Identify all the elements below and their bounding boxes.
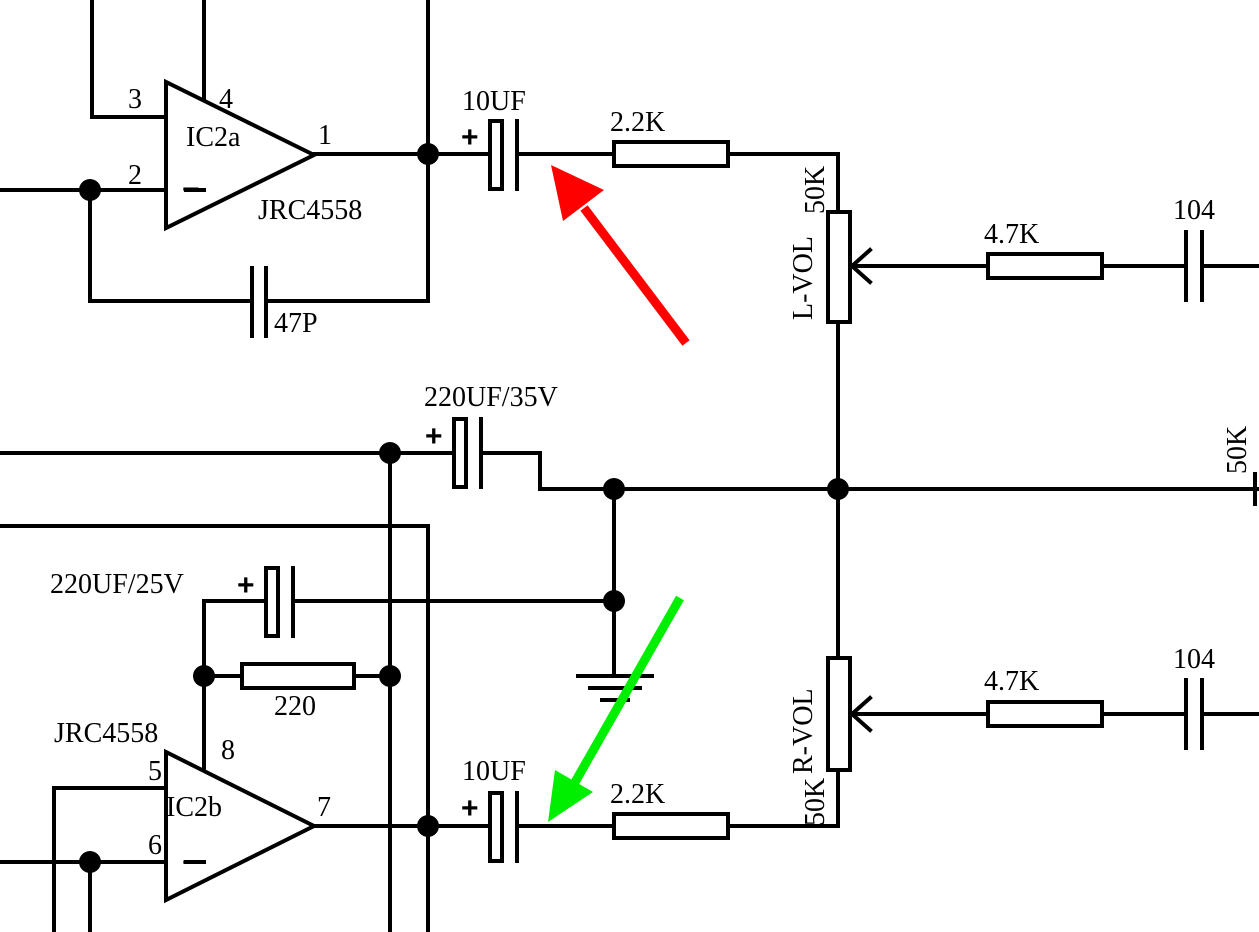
ic2a-pin-3-label: 3 <box>128 84 142 115</box>
ic2b-pin-7-label: 7 <box>317 792 331 823</box>
capacitor-220uf-35v <box>452 417 483 489</box>
red-arrow <box>551 165 690 346</box>
ic2b-part-label: JRC4558 <box>54 718 158 749</box>
ic2b-pin-6-label: 6 <box>148 830 162 861</box>
cap-25v-plus-sign: + <box>237 569 255 602</box>
ic2b-pin-5-label: 5 <box>148 756 162 787</box>
junction-dot <box>417 143 439 165</box>
resistor-top-2-2k <box>612 140 730 168</box>
ground-symbol <box>576 674 654 702</box>
labels: 3 4 2 1 IC2a JRC4558 − 10UF + 2.2K 47P 5… <box>50 84 1253 879</box>
pot-right-name-label: R-VOL <box>788 688 819 774</box>
ic2a-pin-1-label: 1 <box>318 120 332 151</box>
junction-dot <box>379 665 401 687</box>
junction-dot <box>603 590 625 612</box>
cap-bottom-10uf-label: 10UF <box>462 756 526 787</box>
cap-220uf-35v-label: 220UF/35V <box>424 382 558 413</box>
pot-left-name-label: L-VOL <box>788 236 819 320</box>
res-right-4-7k-label: 4.7K <box>984 666 1039 697</box>
junction-dot <box>827 478 849 500</box>
junction-dots <box>79 143 849 873</box>
res-top-2-2k-label: 2.2K <box>610 107 665 138</box>
res-bias-220-label: 220 <box>274 691 316 722</box>
ic2a-minus-sign: − <box>182 173 200 206</box>
capacitor-220uf-25v <box>264 566 295 638</box>
potentiometer-l-vol <box>826 210 873 324</box>
pot-edge-value-label: 50K <box>1222 426 1253 474</box>
opamp-ic2b <box>164 748 319 904</box>
resistor-bias-220 <box>240 662 356 690</box>
capacitor-104-left <box>1184 230 1204 302</box>
res-bottom-2-2k-label: 2.2K <box>610 779 665 810</box>
capacitor-feedback-47p <box>250 266 268 338</box>
capacitor-top-10uf <box>488 119 519 191</box>
ic2a-part-label: JRC4558 <box>258 195 362 226</box>
ic2b-ref-label: IC2b <box>166 792 222 823</box>
junction-dot <box>79 851 101 873</box>
ic2a-ref-label: IC2a <box>186 122 241 153</box>
junction-dot <box>193 665 215 687</box>
cap-bottom-plus-sign: + <box>461 792 479 825</box>
junction-dot <box>603 478 625 500</box>
ic2b-minus-sign: − <box>182 846 200 879</box>
cap-left-104-label: 104 <box>1173 195 1215 226</box>
res-left-4-7k-label: 4.7K <box>984 219 1039 250</box>
cap-feedback-47p-label: 47P <box>274 308 318 339</box>
resistor-bottom-2-2k <box>612 812 730 840</box>
cap-right-104-label: 104 <box>1173 644 1215 675</box>
pot-right-value-label: 50K <box>800 778 831 826</box>
resistor-left-4-7k <box>986 252 1104 280</box>
cap-top-plus-sign: + <box>461 121 479 154</box>
opamp-ic2a <box>164 78 319 232</box>
ic2b-pin-8-label: 8 <box>221 735 235 766</box>
resistor-right-4-7k <box>986 700 1104 728</box>
junction-dot <box>379 442 401 464</box>
junction-dot <box>417 815 439 837</box>
ic2a-pin-4-label: 4 <box>219 84 233 115</box>
cap-220uf-25v-label: 220UF/25V <box>50 569 184 600</box>
capacitor-bottom-10uf <box>488 791 519 863</box>
potentiometer-r-vol <box>826 656 873 772</box>
cap-top-10uf-label: 10UF <box>462 86 526 117</box>
ic2a-pin-2-label: 2 <box>128 160 142 191</box>
junction-dot <box>79 179 101 201</box>
capacitor-104-right <box>1184 678 1204 750</box>
green-arrow <box>548 595 684 822</box>
cap-35v-plus-sign: + <box>425 420 443 453</box>
pot-left-value-label: 50K <box>800 166 831 214</box>
